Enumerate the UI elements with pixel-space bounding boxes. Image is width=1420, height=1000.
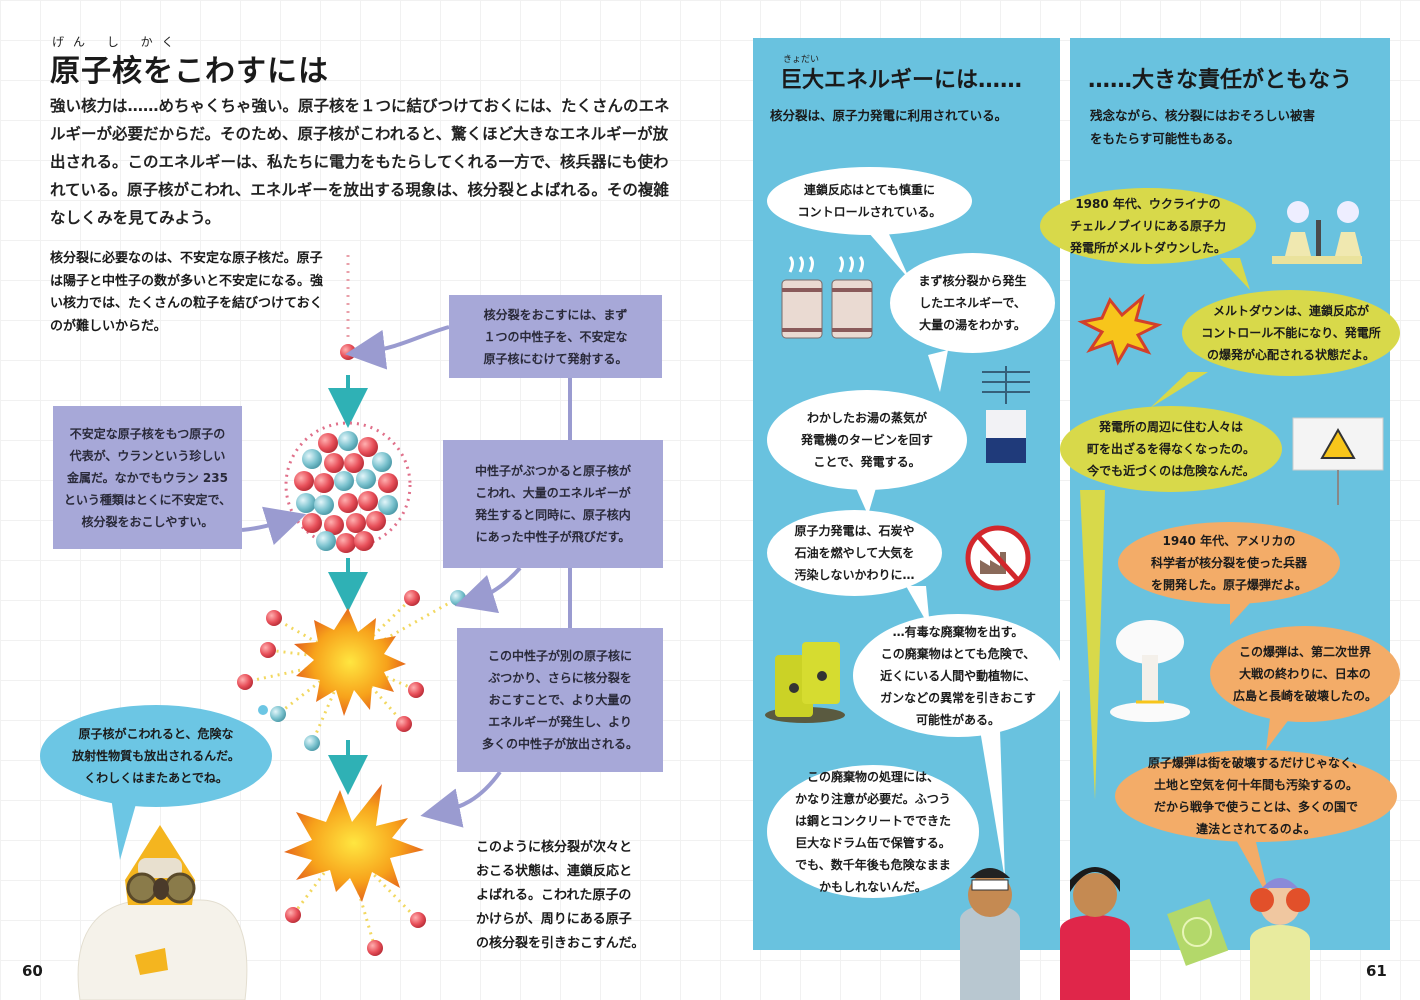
chain-reaction-text: このように核分裂が次々と おこる状態は、連鎖反応と よばれる。こわれた原子の か… [476, 840, 645, 951]
bubble-toxic-waste: …有毒な廃棄物を出す。 この廃棄物はとても危険で、 近くにいる人間や動植物に、 … [853, 614, 1063, 737]
fission-diagram [77, 255, 572, 1000]
page-number-left: 60 [22, 962, 43, 980]
bubble-hiroshima-nagasaki: この爆弾は、第二次世界 大戦の終わりに、日本の 広島と長崎を破壊したの。 [1210, 626, 1400, 722]
step-nucleus-splits-box: 中性子がぶつかると原子核が こわれ、大量のエネルギーが 発生すると同時に、原子核… [443, 440, 663, 568]
bubble-waste-storage: この廃棄物の処理には、 かなり注意が必要だ。ふつう は鋼とコンクリートでできた … [767, 765, 979, 898]
page-number-right: 61 [1366, 962, 1387, 980]
step-chain-neutrons-box: この中性子が別の原子核に ぶつかり、さらに核分裂を おこすことで、より大量の エ… [457, 628, 663, 772]
bubble-chain-reaction-control: 連鎖反応はとても慎重に コントロールされている。 [767, 167, 972, 235]
page-title: 原子核をこわすには [50, 54, 329, 89]
meltdown-explosion-icon [1077, 293, 1163, 366]
no-pollution-sign-icon [965, 525, 1031, 591]
neutron-icon [340, 344, 356, 360]
chain-reaction-explosion-icon [284, 784, 426, 956]
bubble-atomic-bomb: 1940 年代、アメリカの 科学者が核分裂を使った兵器 を開発した。原子爆弾だよ… [1118, 522, 1340, 604]
intro-paragraph: 強い核力は……めちゃくちゃ強い。原子核を１つに結びつけておくには、たくさんのエネ… [50, 97, 670, 227]
hazmat-character-illustration [77, 825, 248, 1000]
side-note: 核分裂に必要なのは、不安定な原子核だ。原子は陽子と中性子の数が多いと不安定になる… [50, 251, 324, 334]
left-page: げん し かく 原子核をこわすには 強い核力は……めちゃくちゃ強い。原子核を１つ… [22, 35, 670, 1000]
protester-character-illustration [1060, 867, 1229, 1000]
turbine-generator-icon [982, 366, 1030, 463]
bubble-chernobyl: 1980 年代、ウクライナの チェルノブイリにある原子力 発電所がメルトダウンし… [1040, 188, 1256, 264]
bubble-steam-turbine: わかしたお湯の蒸気が 発電機のタービンを回す ことで、発電する。 [767, 390, 967, 490]
step-fire-neutron-box: 核分裂をおこすには、まず １つの中性子を、不安定な 原子核にむけて発射する。 [449, 295, 662, 378]
nucleus-icon [294, 431, 398, 553]
mushroom-cloud-icon [1110, 620, 1190, 722]
right-page: きょだい 巨大エネルギーには…… 核分裂は、原子力発電に利用されている。 ……大… [710, 0, 1420, 1000]
responsibility-title: ……大きな責任がともなう [1088, 68, 1353, 93]
bubble-meltdown: メルトダウンは、連鎖反応が コントロール不能になり、発電所 の爆発が心配される状… [1182, 290, 1400, 376]
activist-character-illustration [1250, 878, 1310, 1000]
energy-subtitle: 核分裂は、原子力発電に利用されている。 [770, 108, 1008, 123]
fission-explosion-icon [237, 590, 466, 751]
radiation-warning-sign-icon [1292, 417, 1384, 505]
character-speech-bubble: 原子核がこわれると、危険な 放射性物質も放出されるんだ。 くわしくはまたあとでね… [40, 705, 272, 807]
bubble-no-air-pollution: 原子力発電は、石炭や 石油を燃やして大気を 汚染しないかわりに… [767, 510, 942, 596]
right-page-illustrations [765, 201, 1384, 1000]
bubble-evacuation: 発電所の周辺に住む人々は 町を出ざるを得なくなったの。 今でも近づくのは危険なん… [1060, 406, 1282, 492]
boiler-tanks-icon [781, 255, 873, 339]
energy-title-ruby: きょだい [783, 55, 820, 65]
title-ruby: げん し かく [52, 35, 183, 49]
radioactive-barrels-icon [765, 642, 845, 723]
responsibility-subtitle: 残念ながら、核分裂にはおそろしい被害 をもたらす可能性もある。 [1090, 108, 1316, 146]
bubble-illegal-weapons: 原子爆弾は街を破壊するだけじゃなく、 土地と空気を何十年間も汚染するの。 だから… [1115, 750, 1397, 842]
bubble-boil-water: まず核分裂から発生 したエネルギーで、 大量の湯をわかす。 [890, 253, 1055, 353]
uranium-note-box: 不安定な原子核をもつ原子の 代表が、ウランという珍しい 金属だ。なかでもウラン … [53, 406, 242, 549]
energy-title: 巨大エネルギーには…… [780, 68, 1023, 93]
scientist-character-illustration [960, 868, 1020, 1000]
power-plant-icon [1272, 201, 1362, 264]
